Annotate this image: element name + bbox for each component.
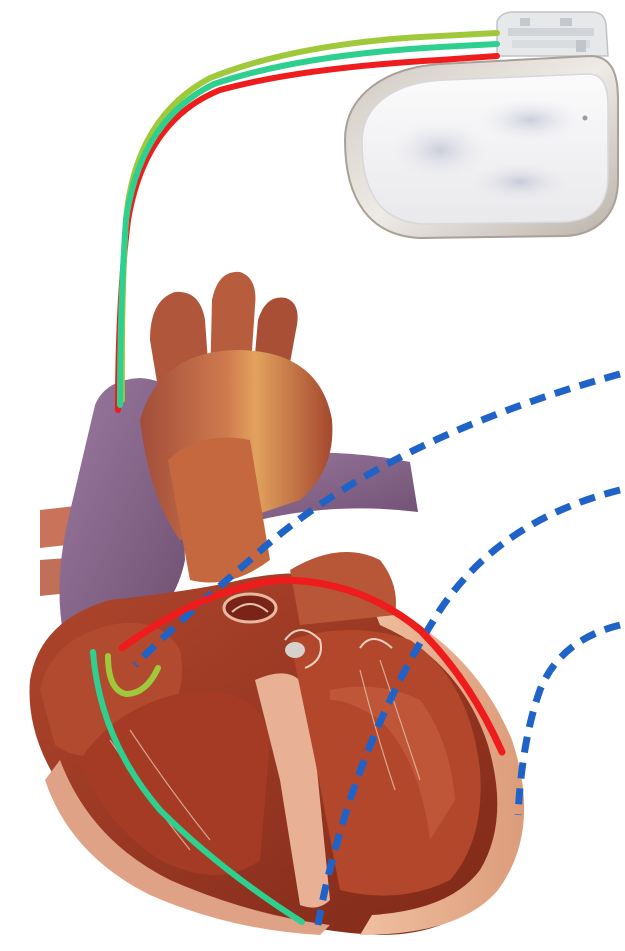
heart [30, 272, 525, 935]
device-header [497, 12, 608, 56]
dashed-line-3 [518, 625, 620, 815]
